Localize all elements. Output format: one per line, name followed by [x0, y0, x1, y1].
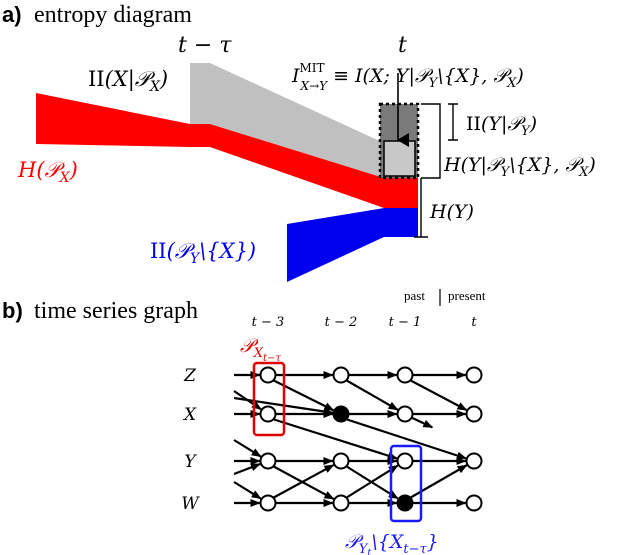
present-label: present	[448, 288, 486, 303]
panel-a-title: entropy diagram	[34, 2, 192, 28]
panel-a-letter: a)	[2, 2, 22, 27]
time-label-0: t	[471, 315, 477, 330]
edge-x-to-y-1	[345, 418, 467, 460]
blue-band-past-y	[287, 208, 418, 282]
panel-b-title: time series graph	[34, 298, 198, 324]
label-ii-y-given-py: II(Y|𝒫Y)	[466, 113, 537, 139]
time-label-t-minus-tau: t − τ	[178, 33, 232, 58]
variable-label-y: Y	[184, 452, 197, 472]
graph-edges	[233, 371, 468, 507]
label-h-y: H(Y)	[429, 201, 474, 223]
node-w-3	[259, 494, 277, 512]
edge-x-to-y-2	[409, 416, 434, 429]
bracket-hy	[414, 178, 428, 238]
bracket-iy	[448, 103, 458, 141]
node-z-2	[332, 366, 350, 384]
red-box-label: 𝒫Xt−τ	[240, 335, 281, 364]
node-z-0	[465, 366, 483, 384]
bracket-hycond	[421, 103, 441, 179]
edge-incoming-y-to-w	[233, 481, 262, 500]
time-labels: t − 3 t − 2 t − 1 t	[252, 315, 478, 330]
node-y-0	[465, 452, 483, 470]
gray-band-past-x	[190, 63, 384, 178]
blue-box-label: 𝒫Yt\{Xt−τ}	[345, 531, 439, 555]
node-x-3	[259, 405, 277, 423]
node-y-3	[259, 452, 277, 470]
label-ii-x-given-px: II(X|𝒫X)	[88, 67, 168, 95]
label-h-px: H(𝒫X)	[17, 158, 78, 186]
node-x-2	[332, 405, 350, 423]
time-label-t: t	[398, 33, 407, 58]
edge-z-to-x-1	[345, 379, 399, 411]
edge-w-to-y-2	[409, 464, 468, 499]
variable-label-z: Z	[183, 366, 197, 386]
edge-y-to-w-0	[272, 465, 335, 500]
red-condition-box	[252, 361, 286, 437]
node-y-2	[332, 452, 350, 470]
edge-incoming-w-to-y	[233, 463, 261, 476]
node-x-0	[465, 405, 483, 423]
blue-condition-box	[389, 444, 423, 523]
mit-inner-box	[383, 140, 416, 177]
node-x-1	[396, 405, 414, 423]
graph-nodes	[259, 366, 483, 512]
variable-label-x: X	[182, 405, 197, 425]
label-h-y-cond: H(Y|𝒫Y\{X}, 𝒫X)	[443, 154, 596, 180]
edge-x-to-y-0	[272, 418, 398, 460]
time-label-2: t − 2	[325, 315, 358, 330]
node-w-2	[332, 494, 350, 512]
node-z-3	[259, 366, 277, 384]
variable-label-w: W	[181, 494, 200, 514]
node-y-1	[396, 452, 414, 470]
label-ii-py-minus-x: II(𝒫Y\{X})	[150, 239, 256, 267]
time-label-3: t − 3	[252, 315, 285, 330]
variable-labels: ZX Y W	[181, 366, 200, 514]
panel-b-letter: b)	[2, 298, 23, 323]
red-band-past-x	[36, 93, 418, 208]
time-label-1: t − 1	[389, 315, 422, 330]
edge-y-to-w-1	[345, 465, 399, 500]
edge-incoming-x-to-y	[233, 439, 262, 458]
node-w-1	[396, 494, 414, 512]
edge-z-to-x-2	[409, 379, 468, 411]
past-label: past	[404, 288, 425, 303]
node-w-0	[465, 494, 483, 512]
node-z-1	[396, 366, 414, 384]
